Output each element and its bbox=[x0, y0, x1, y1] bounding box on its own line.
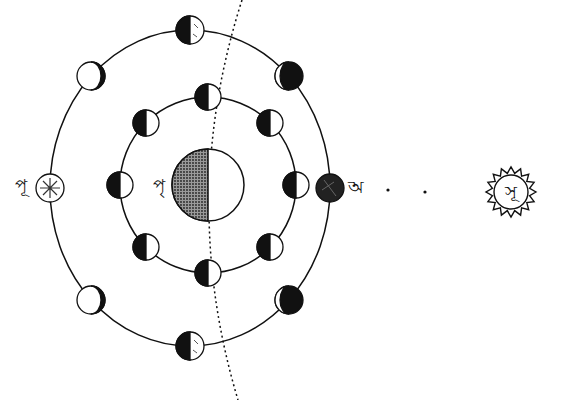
earth-node: পৃ bbox=[146, 173, 172, 199]
phase-label: অ bbox=[347, 177, 365, 197]
outer-orbit bbox=[50, 30, 330, 346]
dot bbox=[386, 188, 389, 191]
sun-label: সূ bbox=[505, 182, 517, 202]
phase-label: পূ bbox=[14, 176, 28, 196]
outer-moons bbox=[36, 16, 344, 360]
sun-node: সূ bbox=[484, 165, 538, 219]
earth-label: পৃ bbox=[152, 176, 166, 196]
inner-orbit bbox=[120, 97, 296, 273]
dot bbox=[423, 190, 426, 193]
earth-globe bbox=[172, 149, 244, 221]
inner-moons bbox=[107, 84, 309, 286]
